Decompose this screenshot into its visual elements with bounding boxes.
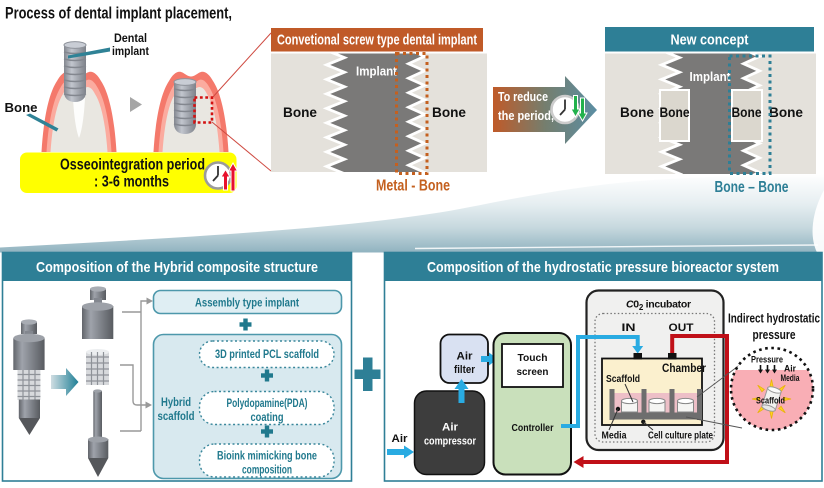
svg-text:Pressure: Pressure	[751, 355, 783, 366]
svg-text:Dental: Dental	[114, 33, 147, 45]
svg-text:Bioink mimicking bone: Bioink mimicking bone	[217, 451, 317, 463]
svg-text:Air: Air	[442, 422, 459, 434]
svg-text:Air: Air	[784, 364, 796, 374]
svg-text:implant: implant	[112, 46, 149, 58]
svg-text:screen: screen	[517, 366, 549, 378]
svg-text:Bone – Bone: Bone – Bone	[715, 179, 789, 196]
svg-text:New concept: New concept	[671, 33, 749, 49]
svg-text:scaffold: scaffold	[158, 411, 195, 423]
svg-text:the period,: the period,	[498, 109, 554, 123]
svg-text:Scaffold: Scaffold	[756, 396, 785, 407]
svg-text:filter: filter	[454, 364, 476, 376]
svg-text:Touch: Touch	[518, 352, 548, 364]
svg-text:Bone: Bone	[660, 105, 690, 120]
svg-text:Bone: Bone	[769, 105, 803, 120]
svg-text:Osseointegration period: Osseointegration period	[60, 157, 205, 174]
svg-text:Indirect hydrostatic: Indirect hydrostatic	[728, 312, 820, 326]
svg-text:Composition of the Hybrid comp: Composition of the Hybrid composite stru…	[36, 259, 318, 276]
svg-text:Bone: Bone	[620, 105, 654, 120]
svg-text:Polydopamine(PDA): Polydopamine(PDA)	[227, 398, 308, 410]
svg-text:Media: Media	[602, 430, 627, 442]
svg-text:Chamber: Chamber	[662, 361, 706, 375]
svg-text:Air: Air	[457, 351, 474, 363]
svg-text:Implant: Implant	[356, 64, 398, 79]
svg-text:Scaffold: Scaffold	[606, 373, 640, 385]
svg-text:To reduce: To reduce	[498, 90, 548, 104]
svg-text:Controller: Controller	[512, 422, 554, 434]
svg-text:Implant: Implant	[690, 69, 732, 84]
svg-text:3D printed PCL scaffold: 3D printed PCL scaffold	[215, 349, 319, 361]
svg-text:C02 incubator: C02 incubator	[626, 299, 691, 313]
svg-text:Metal - Bone: Metal - Bone	[376, 178, 450, 195]
svg-text:Bone: Bone	[283, 105, 317, 120]
svg-text:coating: coating	[251, 412, 284, 424]
svg-text:Bone: Bone	[732, 105, 762, 120]
svg-text:OUT: OUT	[669, 322, 694, 334]
svg-text:pressure: pressure	[753, 328, 796, 342]
svg-text:: 3-6 months: : 3-6 months	[94, 174, 169, 191]
svg-text:Assembly type implant: Assembly type implant	[195, 298, 299, 310]
svg-text:Bone: Bone	[432, 105, 466, 120]
svg-text:Composition of the hydrostatic: Composition of the hydrostatic pressure …	[427, 259, 779, 276]
svg-text:Air: Air	[392, 433, 409, 445]
svg-text:Convetional screw type dental: Convetional screw type dental implant	[277, 32, 477, 49]
svg-text:Bone: Bone	[5, 101, 38, 115]
svg-text:composition: composition	[242, 465, 292, 477]
svg-text:IN: IN	[622, 322, 636, 334]
svg-text:Cell culture plate: Cell culture plate	[648, 430, 713, 442]
svg-text:Process of dental implant plac: Process of dental implant placement,	[5, 4, 232, 23]
svg-text:Hybrid: Hybrid	[161, 397, 191, 409]
svg-text:Media: Media	[781, 373, 801, 383]
svg-text:compressor: compressor	[424, 436, 477, 448]
